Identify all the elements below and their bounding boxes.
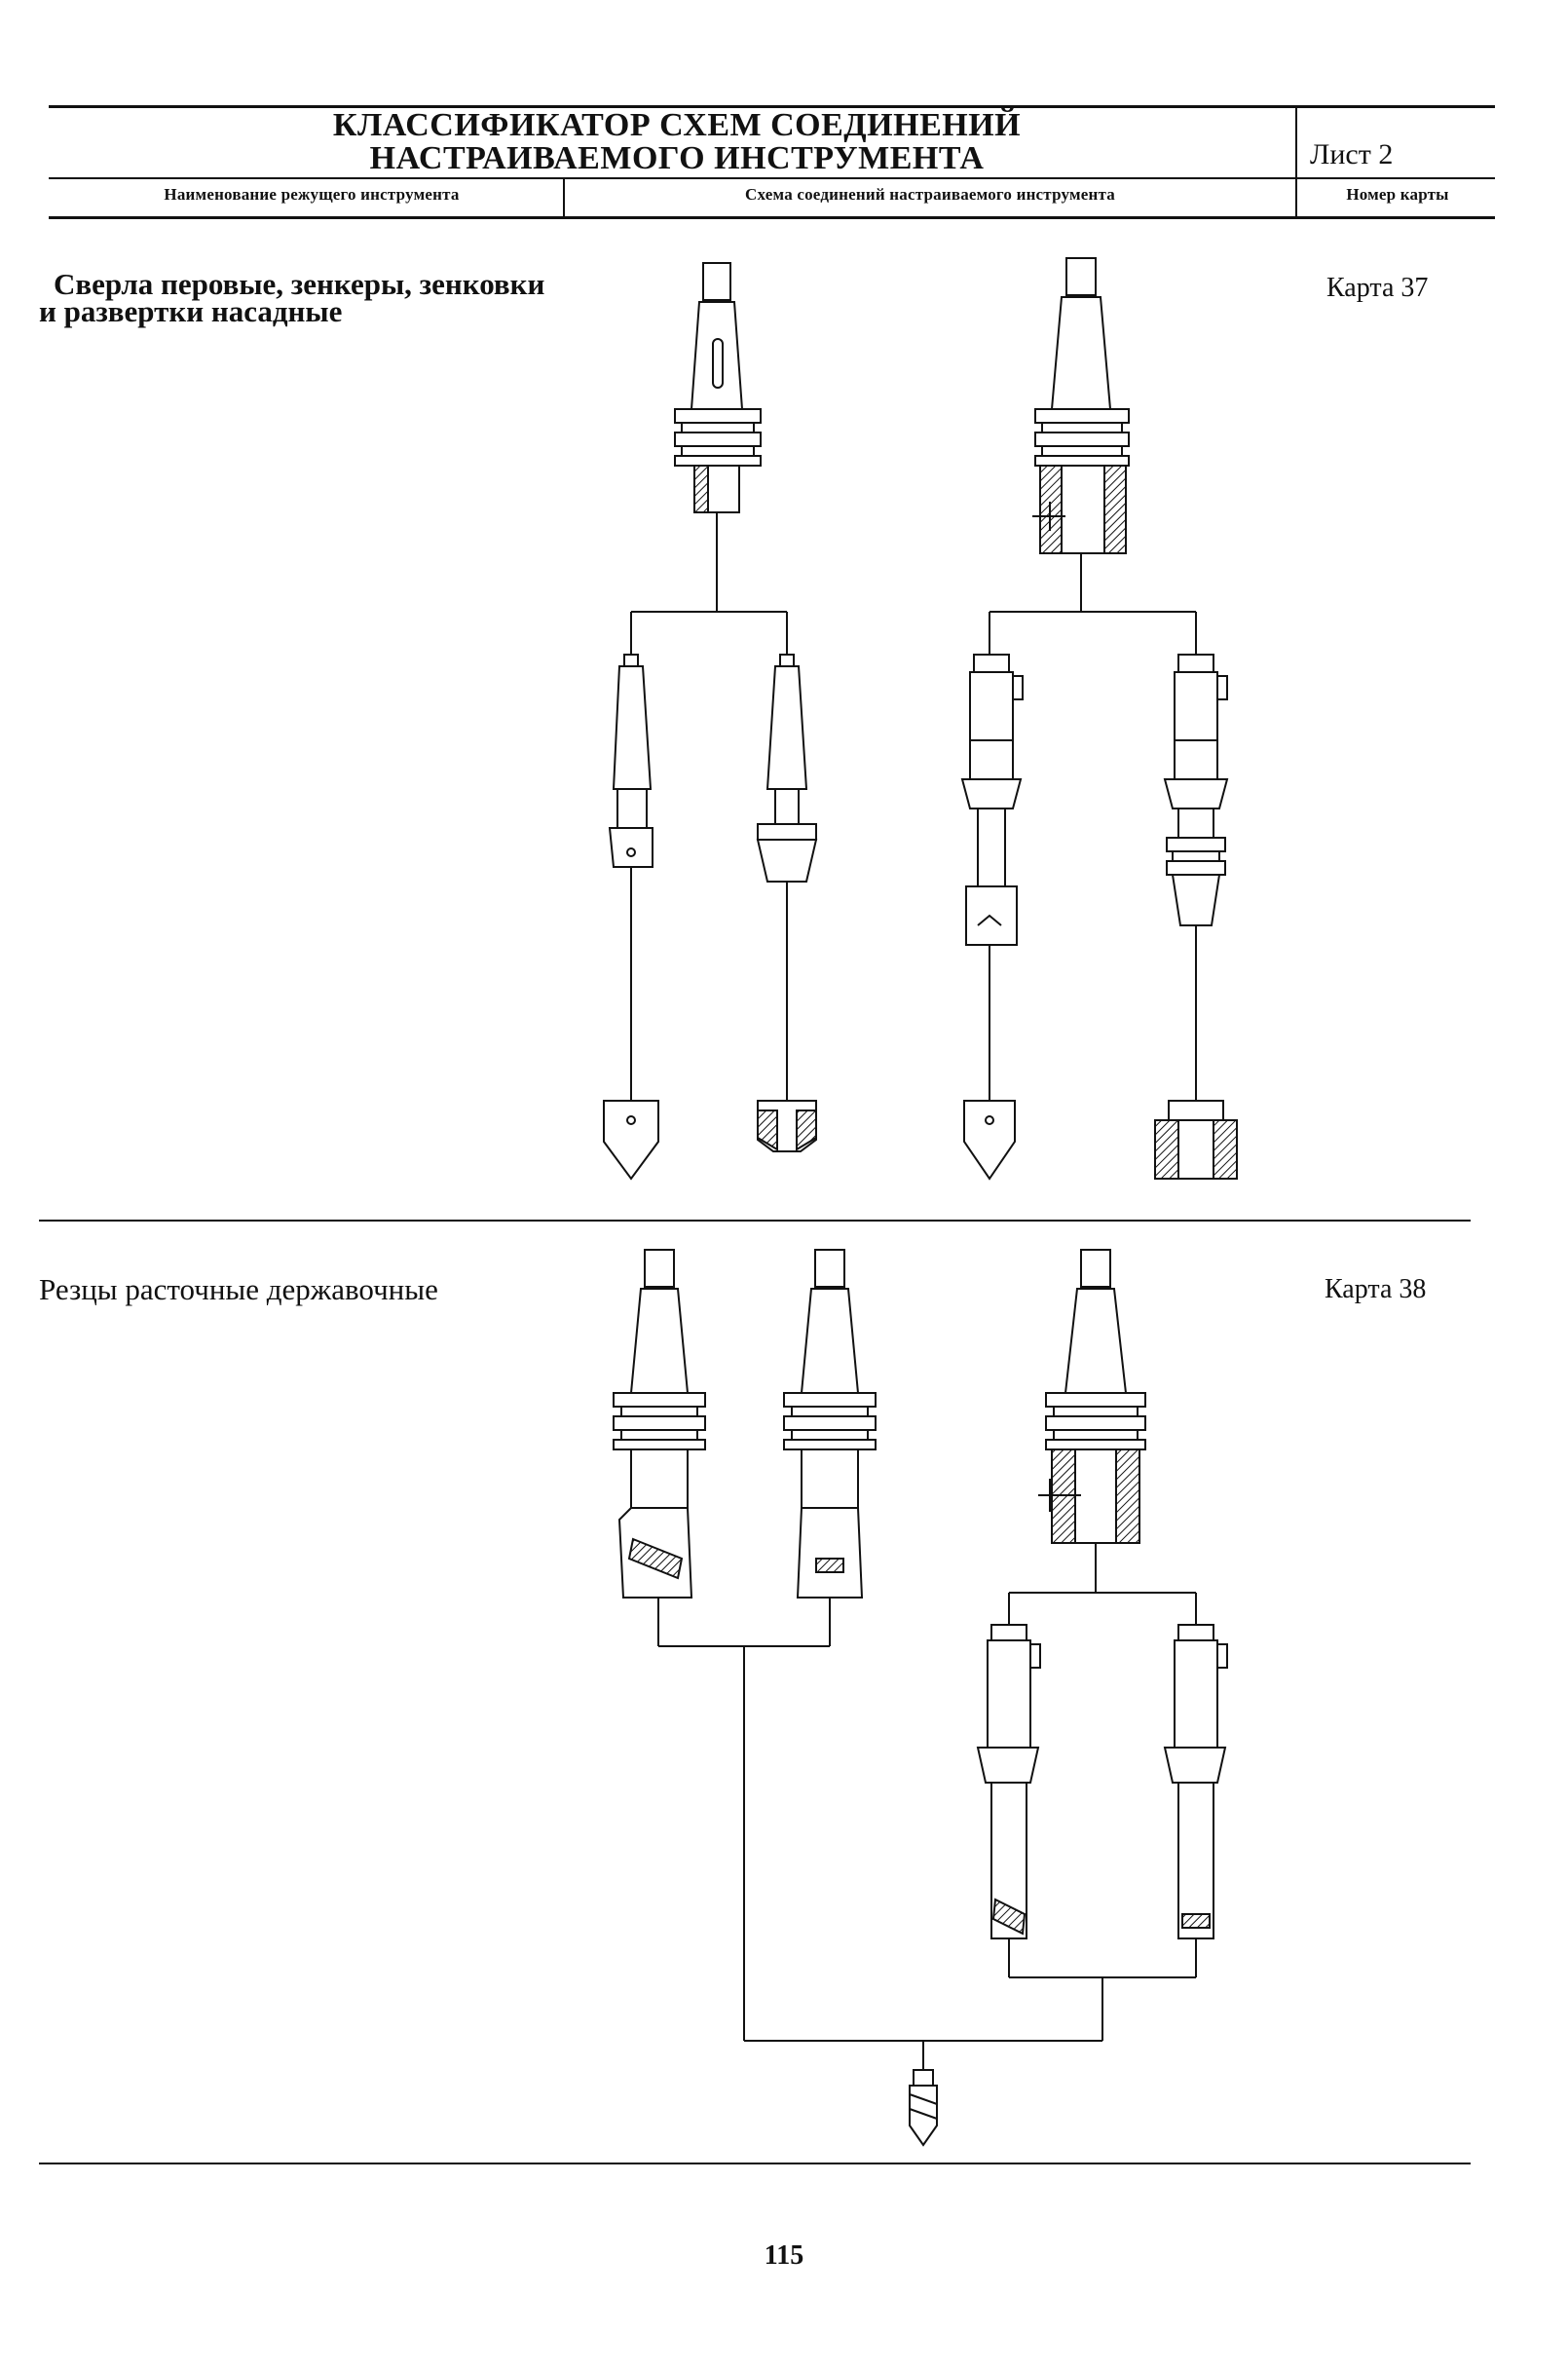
document-title-line1: КЛАССИФИКАТОР СХЕМ СОЕДИНЕНИЙ — [332, 107, 1022, 143]
page-number: 115 — [764, 2240, 804, 2271]
header-bottom-rule — [49, 216, 1495, 219]
boring-bar-3 — [976, 1624, 1041, 1939]
adapter-sleeve-4 — [1163, 654, 1229, 926]
holder-b-arbor — [1032, 257, 1130, 554]
header-divider-left — [563, 177, 565, 219]
adapter-sleeve-1 — [608, 654, 653, 868]
header-divider-right — [1295, 105, 1297, 219]
header-top-rule — [49, 105, 1495, 108]
column-header-tool-name: Наименование режущего инструмента — [164, 185, 460, 204]
sheet-number: Лист 2 — [1310, 138, 1394, 170]
document-title-line2: НАСТРАИВАЕМОГО ИНСТРУМЕНТА — [369, 140, 985, 176]
section-1-title-line2: и развертки насадные — [39, 294, 343, 328]
section-separator — [39, 1220, 1471, 1222]
section-2-card-number: Карта 38 — [1325, 1274, 1427, 1304]
section-2-title: Резцы расточные державочные — [39, 1272, 438, 1306]
adapter-sleeve-3 — [960, 654, 1024, 946]
holder-a-arbor — [674, 262, 762, 513]
cutter-2 — [757, 1100, 817, 1152]
cutter-4 — [1154, 1100, 1238, 1180]
boring-holder-2 — [783, 1249, 877, 1599]
footer-rule — [39, 2163, 1471, 2164]
adapter-sleeve-2 — [756, 654, 818, 883]
boring-holder-3 — [1038, 1249, 1146, 1544]
header-mid-rule — [49, 177, 1495, 179]
cutter-3 — [963, 1100, 1016, 1181]
boring-bar-4 — [1163, 1624, 1228, 1939]
section-1-title-line1: Сверла перовые, зенкеры, зенковки — [54, 267, 545, 301]
column-header-scheme: Схема соединений настраиваемого инструме… — [745, 185, 1115, 204]
cutter-1 — [603, 1100, 659, 1181]
column-header-card-number: Номер карты — [1346, 185, 1449, 204]
section-1-card-number: Карта 37 — [1326, 273, 1429, 303]
final-cutting-tool — [909, 2069, 938, 2147]
boring-holder-1 — [613, 1249, 706, 1599]
